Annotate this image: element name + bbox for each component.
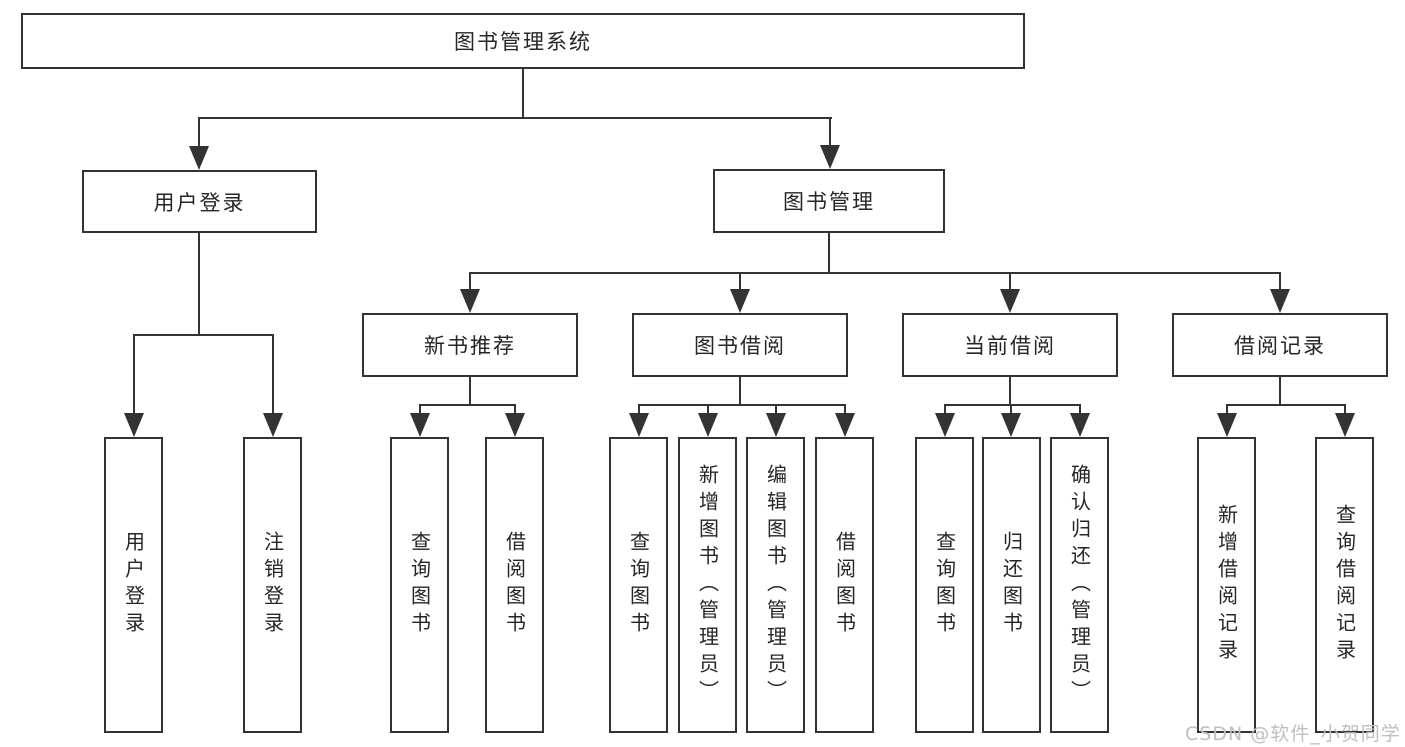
arrowhead-down bbox=[730, 289, 750, 313]
leaf-return-books: 归还图书 bbox=[982, 437, 1041, 733]
arrowhead-down bbox=[820, 145, 840, 169]
arrowhead-down bbox=[1270, 289, 1290, 313]
connector-root-branch bbox=[198, 117, 832, 119]
arrowhead-down bbox=[124, 413, 144, 437]
connector-stem bbox=[1009, 377, 1011, 405]
arrowhead-down bbox=[1335, 413, 1355, 437]
connector-drop-leaf bbox=[844, 404, 846, 415]
leaf-label: 新增借阅记录 bbox=[1214, 504, 1239, 666]
leaf-label: 借阅图书 bbox=[832, 531, 857, 639]
arrowhead-down bbox=[1001, 413, 1021, 437]
leaf-query-borrow-record: 查询借阅记录 bbox=[1315, 437, 1374, 733]
connector-book-mgmt-stem bbox=[828, 233, 830, 274]
node-label: 图书管理系统 bbox=[454, 30, 592, 54]
connector-drop-level3 bbox=[469, 272, 471, 291]
node-label: 当前借阅 bbox=[964, 334, 1056, 358]
arrowhead-down bbox=[629, 413, 649, 437]
connector-stem bbox=[739, 377, 741, 405]
leaf-edit-books-admin: 编辑图书（管理员） bbox=[746, 437, 805, 733]
node-book-management: 图书管理 bbox=[713, 169, 945, 233]
leaf-label: 借阅图书 bbox=[502, 531, 527, 639]
arrowhead-down bbox=[766, 413, 786, 437]
leaf-query-books-recommend: 查询图书 bbox=[390, 437, 449, 733]
leaf-label: 查询图书 bbox=[932, 531, 957, 639]
arrowhead-down bbox=[935, 413, 955, 437]
connector-drop-level3 bbox=[1009, 272, 1011, 291]
connector-stem bbox=[469, 377, 471, 405]
csdn-watermark: CSDN @软件_小贺同学 bbox=[1185, 723, 1401, 745]
node-borrow-records: 借阅记录 bbox=[1172, 313, 1388, 377]
connector-drop-leaf bbox=[1344, 404, 1346, 415]
leaf-label: 编辑图书（管理员） bbox=[763, 463, 788, 707]
connector-branch bbox=[419, 404, 516, 406]
connector-drop-leaf bbox=[775, 404, 777, 415]
node-label: 用户登录 bbox=[153, 190, 246, 215]
connector-drop-user-login bbox=[198, 117, 200, 149]
leaf-label: 查询借阅记录 bbox=[1332, 504, 1357, 666]
node-label: 图书管理 bbox=[783, 190, 875, 214]
connector-drop-leaf bbox=[272, 334, 274, 416]
connector-user-login-branch bbox=[133, 334, 274, 336]
connector-drop-leaf bbox=[707, 404, 709, 415]
arrowhead-down bbox=[698, 413, 718, 437]
node-library-system: 图书管理系统 bbox=[21, 13, 1025, 69]
leaf-add-borrow-record: 新增借阅记录 bbox=[1197, 437, 1256, 733]
connector-user-login-stem bbox=[198, 233, 200, 335]
connector-branch bbox=[1226, 404, 1345, 406]
connector-drop-level3 bbox=[1279, 272, 1281, 291]
connector-drop-leaf bbox=[514, 404, 516, 415]
connector-root-stem bbox=[522, 69, 524, 118]
leaf-label: 注销登录 bbox=[260, 531, 285, 639]
connector-drop-leaf bbox=[1079, 404, 1081, 415]
connector-drop-leaf bbox=[1010, 404, 1012, 415]
leaf-label: 查询图书 bbox=[626, 531, 651, 639]
arrowhead-down bbox=[835, 413, 855, 437]
arrowhead-down bbox=[460, 289, 480, 313]
connector-drop-leaf bbox=[638, 404, 640, 415]
connector-branch bbox=[638, 404, 846, 406]
node-new-book-recommend: 新书推荐 bbox=[362, 313, 578, 377]
leaf-label: 归还图书 bbox=[999, 531, 1024, 639]
arrowhead-down bbox=[505, 413, 525, 437]
connector-drop-leaf bbox=[133, 334, 135, 416]
leaf-add-books-admin: 新增图书（管理员） bbox=[678, 437, 737, 733]
node-current-borrowing: 当前借阅 bbox=[902, 313, 1118, 377]
leaf-logout: 注销登录 bbox=[243, 437, 302, 733]
arrowhead-down bbox=[1070, 413, 1090, 437]
connector-drop-book-mgmt bbox=[829, 117, 831, 148]
connector-drop-level3 bbox=[739, 272, 741, 291]
connector-drop-leaf bbox=[1226, 404, 1228, 415]
arrowhead-down bbox=[410, 413, 430, 437]
connector-drop-leaf bbox=[944, 404, 946, 415]
leaf-borrow-books-borrowing: 借阅图书 bbox=[815, 437, 874, 733]
node-label: 新书推荐 bbox=[424, 334, 516, 358]
leaf-borrow-books-recommend: 借阅图书 bbox=[485, 437, 544, 733]
leaf-label: 查询图书 bbox=[407, 531, 432, 639]
connector-branch bbox=[944, 404, 1081, 406]
arrowhead-down bbox=[1000, 289, 1020, 313]
node-label: 图书借阅 bbox=[694, 334, 786, 358]
leaf-user-login: 用户登录 bbox=[104, 437, 163, 733]
leaf-query-books-current: 查询图书 bbox=[915, 437, 974, 733]
arrowhead-down bbox=[263, 413, 283, 437]
node-user-login: 用户登录 bbox=[82, 170, 317, 233]
leaf-confirm-return-admin: 确认归还（管理员） bbox=[1050, 437, 1109, 733]
node-book-borrowing: 图书借阅 bbox=[632, 313, 848, 377]
leaf-label: 确认归还（管理员） bbox=[1067, 463, 1092, 707]
connector-drop-leaf bbox=[419, 404, 421, 415]
leaf-label: 用户登录 bbox=[121, 531, 146, 639]
connector-book-mgmt-branch bbox=[469, 272, 1281, 274]
arrowhead-down bbox=[189, 146, 209, 170]
leaf-label: 新增图书（管理员） bbox=[695, 463, 720, 707]
leaf-query-books-borrowing: 查询图书 bbox=[609, 437, 668, 733]
connector-stem bbox=[1279, 377, 1281, 405]
arrowhead-down bbox=[1217, 413, 1237, 437]
node-label: 借阅记录 bbox=[1234, 334, 1326, 358]
